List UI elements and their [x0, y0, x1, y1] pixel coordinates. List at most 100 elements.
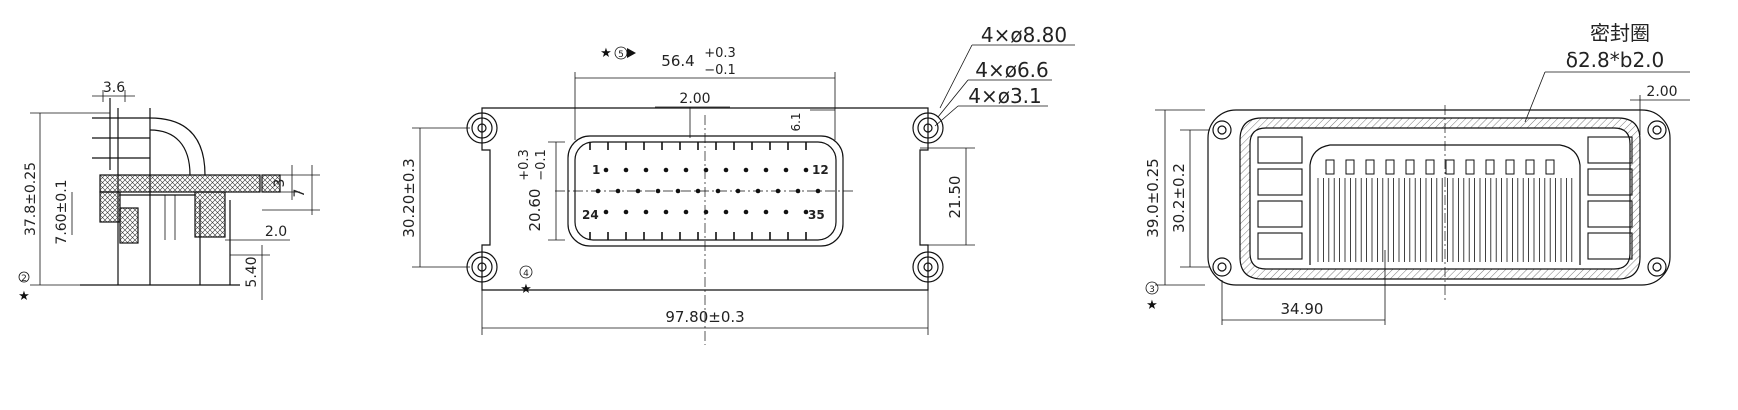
dim-2-00: 2.00: [679, 91, 710, 107]
pin-hole: [595, 188, 601, 194]
pin-hole: [663, 167, 669, 173]
pin-hole: [803, 209, 809, 215]
pin-hole: [683, 209, 689, 215]
pin-hole: [695, 188, 701, 194]
pin-hole: [783, 209, 789, 215]
pin-hole: [643, 167, 649, 173]
star-icon: ★: [600, 46, 612, 61]
side-dim-3-6: 3.6: [103, 80, 125, 96]
cavity-cell: [1257, 200, 1303, 228]
side-dim-7: 7: [292, 189, 308, 198]
pin-hole: [743, 167, 749, 173]
dim-bottom: 97.80±0.3: [665, 308, 744, 326]
pin-terminal: [1445, 159, 1455, 175]
pin-hole: [743, 209, 749, 215]
pin-hole: [635, 188, 641, 194]
dim-inner-nominal: 20.60: [526, 189, 544, 232]
callout-circle: [519, 265, 533, 279]
pin-hole: [795, 188, 801, 194]
pin-hole: [663, 209, 669, 215]
pin-hole: [683, 167, 689, 173]
pin-terminal: [1405, 159, 1415, 175]
dim-right-height: 21.50: [946, 176, 964, 219]
rear-pin-block: [1317, 159, 1573, 262]
pin-hole: [623, 167, 629, 173]
cavity-cell: [1587, 168, 1633, 196]
cavity-cell: [1257, 232, 1303, 260]
pin-hole: [775, 188, 781, 194]
rear-dim-height-outer: 39.0±0.25: [1144, 158, 1162, 237]
pin-hole: [703, 209, 709, 215]
pin-terminal: [1525, 159, 1535, 175]
side-view: 3.6 37.8±0.25 7.60±0.1 3 7 2.0 5.40 2 ★: [18, 80, 320, 304]
pin-hole: [643, 209, 649, 215]
dim-width-tol-minus: −0.1: [704, 63, 736, 78]
rear-flange: [1207, 109, 1671, 286]
pin-terminal: [1365, 159, 1375, 175]
side-dim-3: 3: [272, 179, 288, 188]
seal-spec: δ2.8*b2.0: [1566, 48, 1665, 72]
callout-circle: [1145, 281, 1159, 295]
front-view: 1 12 24 35 56.4 +0.3 −0.1 ★ 5 4×ø8.80 4×…: [400, 23, 1075, 345]
pin-terminal: [1465, 159, 1475, 175]
pin-hole: [655, 188, 661, 194]
star-icon: ★: [1146, 298, 1158, 313]
rear-view: 密封圈 δ2.8*b2.0 2.00 39.0±0.25 30.2±0.2 34…: [1144, 21, 1690, 325]
pin-terminal: [1325, 159, 1335, 175]
pin-hole: [755, 188, 761, 194]
pin-hole: [703, 167, 709, 173]
dim-width-nominal: 56.4: [661, 52, 694, 70]
pin-hole: [783, 167, 789, 173]
cavity-cell: [1587, 136, 1633, 164]
cavity-cell: [1257, 136, 1303, 164]
dim-6-1: 6.1: [789, 112, 803, 131]
pin-hole: [723, 167, 729, 173]
star-icon: ★: [520, 282, 532, 297]
side-dim-inner: 7.60±0.1: [54, 179, 70, 244]
callout-circle: [18, 271, 30, 283]
rear-dim-height-inner: 30.2±0.2: [1170, 163, 1188, 233]
pin-hole: [803, 167, 809, 173]
pin-terminal: [1345, 159, 1355, 175]
front-marker-top: 5: [618, 50, 624, 60]
pin-hole: [735, 188, 741, 194]
cavity-cell: [1587, 200, 1633, 228]
pin-terminal: [1505, 159, 1515, 175]
pin-hole: [623, 209, 629, 215]
pin-grid: [589, 142, 821, 240]
pin-hole: [603, 167, 609, 173]
dim-left-height: 30.20±0.3: [400, 158, 418, 237]
side-dim-height: 37.8±0.25: [23, 162, 39, 236]
pin-terminal: [1385, 159, 1395, 175]
pin-terminal: [1425, 159, 1435, 175]
hole-callout-mid: 4×ø6.6: [975, 58, 1049, 82]
pin-label-1: 1: [592, 163, 600, 177]
hole-callout-inner: 4×ø3.1: [968, 84, 1042, 108]
side-marker-number: 2: [21, 274, 27, 284]
flange-section: [99, 174, 261, 193]
dim-inner-tol-minus: −0.1: [534, 149, 549, 181]
side-dim-5-40: 5.40: [244, 256, 260, 287]
rear-marker-number: 3: [1149, 285, 1155, 295]
pin-hole: [763, 209, 769, 215]
pin-hole: [603, 209, 609, 215]
pin-hole: [715, 188, 721, 194]
seal-ring: [1239, 117, 1641, 280]
cavity-cell: [1257, 168, 1303, 196]
dim-inner-tol-plus: +0.3: [517, 149, 532, 181]
pin-label-12: 12: [812, 163, 829, 177]
front-marker-number: 4: [523, 269, 529, 279]
pin-terminal: [1545, 159, 1555, 175]
pin-hole: [815, 188, 821, 194]
dim-width-tol-plus: +0.3: [704, 46, 736, 61]
arrow-icon: [627, 48, 636, 58]
pin-terminal: [1485, 159, 1495, 175]
pin-hole: [675, 188, 681, 194]
side-cells: [1257, 136, 1633, 260]
seal-label: 密封圈: [1590, 21, 1650, 45]
pin-label-24: 24: [582, 208, 599, 222]
cavity-cell: [1587, 232, 1633, 260]
pin-hole: [763, 167, 769, 173]
hole-callout-outer: 4×ø8.80: [981, 23, 1067, 47]
